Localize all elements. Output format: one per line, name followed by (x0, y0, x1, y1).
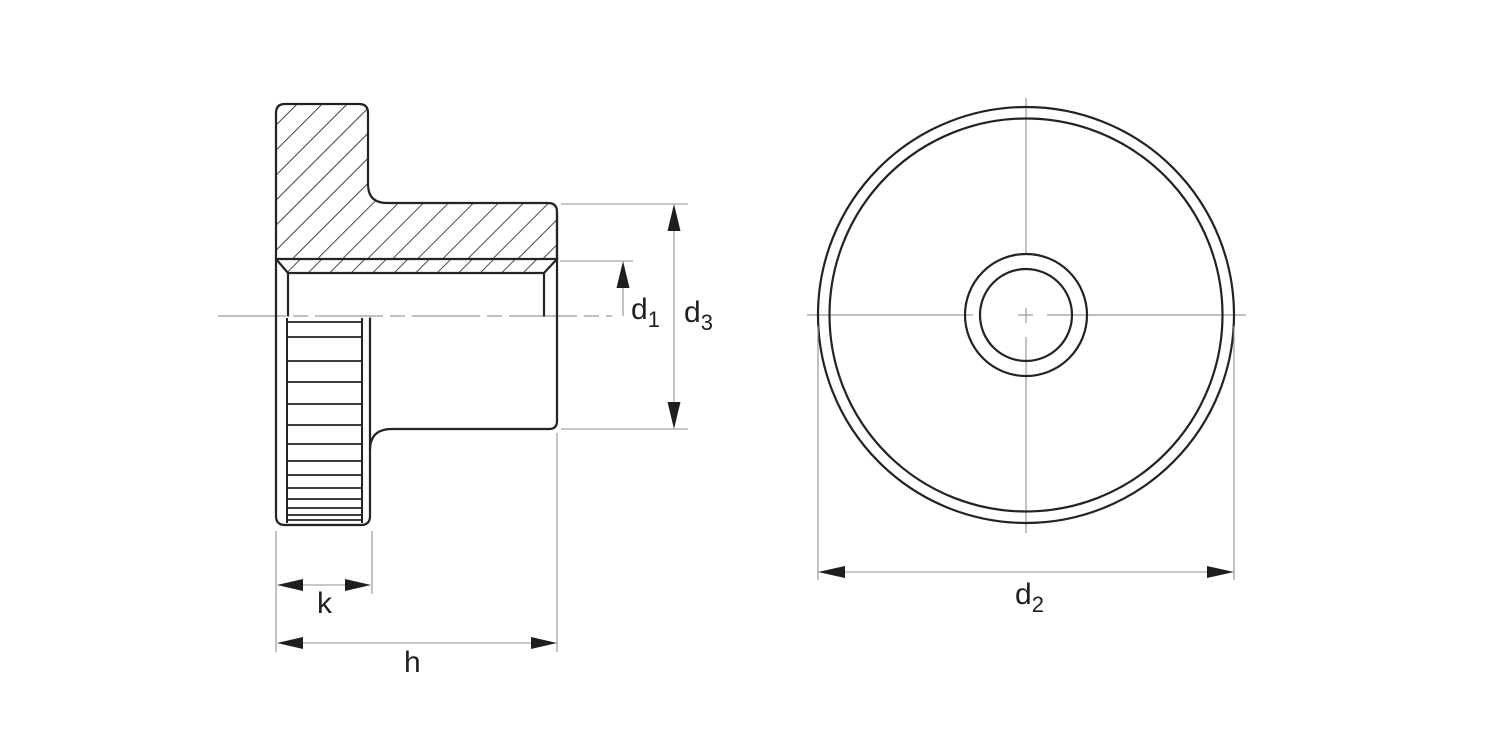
dimension-h: h (277, 433, 558, 679)
hole-edge-lines (286, 273, 546, 317)
dimension-d3: d3 (561, 203, 713, 430)
d2-arrowhead-right (1207, 566, 1234, 578)
hole-circle (978, 267, 1074, 363)
k-extension-lines (275, 531, 373, 652)
k-arrowhead-right (345, 579, 371, 591)
thread-chamfer-lines (275, 258, 558, 275)
d3-arrowhead-down (667, 402, 681, 429)
dimension-d2: d2 (817, 326, 1235, 617)
countersink-circle (963, 252, 1089, 378)
h-arrowhead-right (531, 637, 557, 649)
d1-arrowhead-up (616, 261, 630, 288)
h-arrowhead-left (277, 637, 303, 649)
outer-diameter-circle (816, 105, 1236, 525)
side-section-view: d1 d3 k h (218, 102, 713, 679)
section-outline (274, 102, 559, 261)
hub-outline (368, 212, 559, 451)
knurl-root-circle (828, 117, 1224, 513)
k-arrowhead-left (277, 579, 303, 591)
section-hatch-body (276, 104, 557, 259)
knurl-lines (287, 321, 362, 521)
dimension-d1: d1 (560, 260, 660, 332)
section-hatch-thread-band (276, 259, 557, 273)
d2-arrowhead-left (818, 566, 845, 578)
d2-extension-lines (817, 326, 1235, 580)
d1-label: d1 (631, 293, 660, 332)
dimension-k: k (275, 531, 373, 652)
knurled-head-outline (274, 258, 372, 527)
front-view: d2 (807, 98, 1246, 617)
h-label: h (404, 646, 421, 679)
d3-arrowhead-up (667, 204, 681, 231)
knurl-edge-lines (286, 318, 363, 523)
d3-label: d3 (684, 296, 713, 335)
k-label: k (317, 587, 333, 620)
d3-extension-lines (561, 203, 688, 430)
d2-label: d2 (1015, 578, 1044, 617)
